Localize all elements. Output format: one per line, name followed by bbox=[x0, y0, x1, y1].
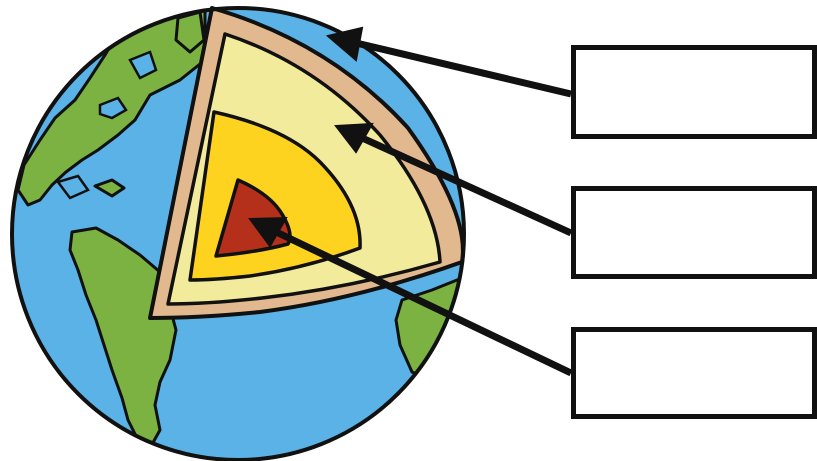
mantle-label-box[interactable] bbox=[571, 186, 817, 279]
core-label-box[interactable] bbox=[571, 327, 817, 419]
crust-label-box[interactable] bbox=[571, 45, 817, 139]
